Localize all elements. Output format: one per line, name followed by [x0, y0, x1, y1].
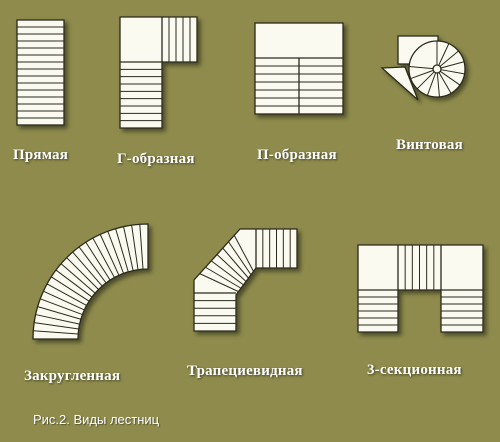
step-line [438, 43, 450, 66]
step-line [66, 257, 99, 290]
step-line [416, 71, 435, 90]
u-shaped-stair-drawing [254, 22, 344, 115]
step-line [85, 241, 111, 281]
l-shaped-stair-drawing [119, 16, 198, 129]
step-line [60, 263, 96, 294]
three-section-stair-label: 3-секционная [367, 362, 462, 378]
three-section-stair-drawing [357, 244, 484, 333]
step-line [107, 231, 125, 274]
step-line [34, 322, 79, 330]
step-line [216, 254, 247, 282]
step-line [440, 61, 465, 69]
step-line [439, 70, 461, 86]
step-line [92, 237, 115, 278]
step-line [199, 273, 239, 293]
step-line [438, 72, 452, 94]
step-line [46, 283, 87, 306]
straight-stair-drawing [16, 19, 65, 126]
trapezoid-stair-label: Трапециевидная [187, 363, 303, 379]
step-line [33, 330, 79, 335]
step-line [426, 72, 437, 96]
curved-stair-drawing [32, 223, 149, 340]
step-line [139, 224, 144, 270]
step-line [72, 251, 103, 287]
step-line [50, 276, 90, 302]
step-line [233, 235, 254, 272]
spiral-stair-label: Винтовая [396, 137, 463, 153]
spiral-stair-drawing [380, 35, 466, 101]
step-line [115, 228, 129, 272]
step-line [410, 69, 434, 80]
step-line [123, 226, 134, 271]
step-line [205, 266, 242, 289]
step-line [35, 314, 80, 325]
step-line [440, 69, 465, 75]
step-line [228, 241, 252, 276]
figure-caption: Рис.2. Виды лестниц [33, 412, 160, 427]
step-line [43, 290, 85, 311]
l-shaped-stair-label: Г-образная [117, 151, 195, 167]
curved-stair-label: Закругленная [24, 368, 121, 384]
step-line [409, 66, 434, 70]
step-line [55, 269, 93, 298]
step-line [222, 247, 249, 279]
step-line [37, 306, 81, 320]
step-line [99, 234, 120, 276]
step-line [78, 246, 107, 284]
step-line [131, 225, 139, 270]
step-line [210, 260, 244, 286]
step-line [436, 72, 440, 97]
trapezoid-stair-drawing [193, 228, 298, 332]
straight-stair-label: Прямая [13, 147, 69, 163]
u-shaped-stair-label: П-образная [257, 147, 337, 163]
step-line [439, 50, 459, 67]
step-line [40, 298, 83, 316]
